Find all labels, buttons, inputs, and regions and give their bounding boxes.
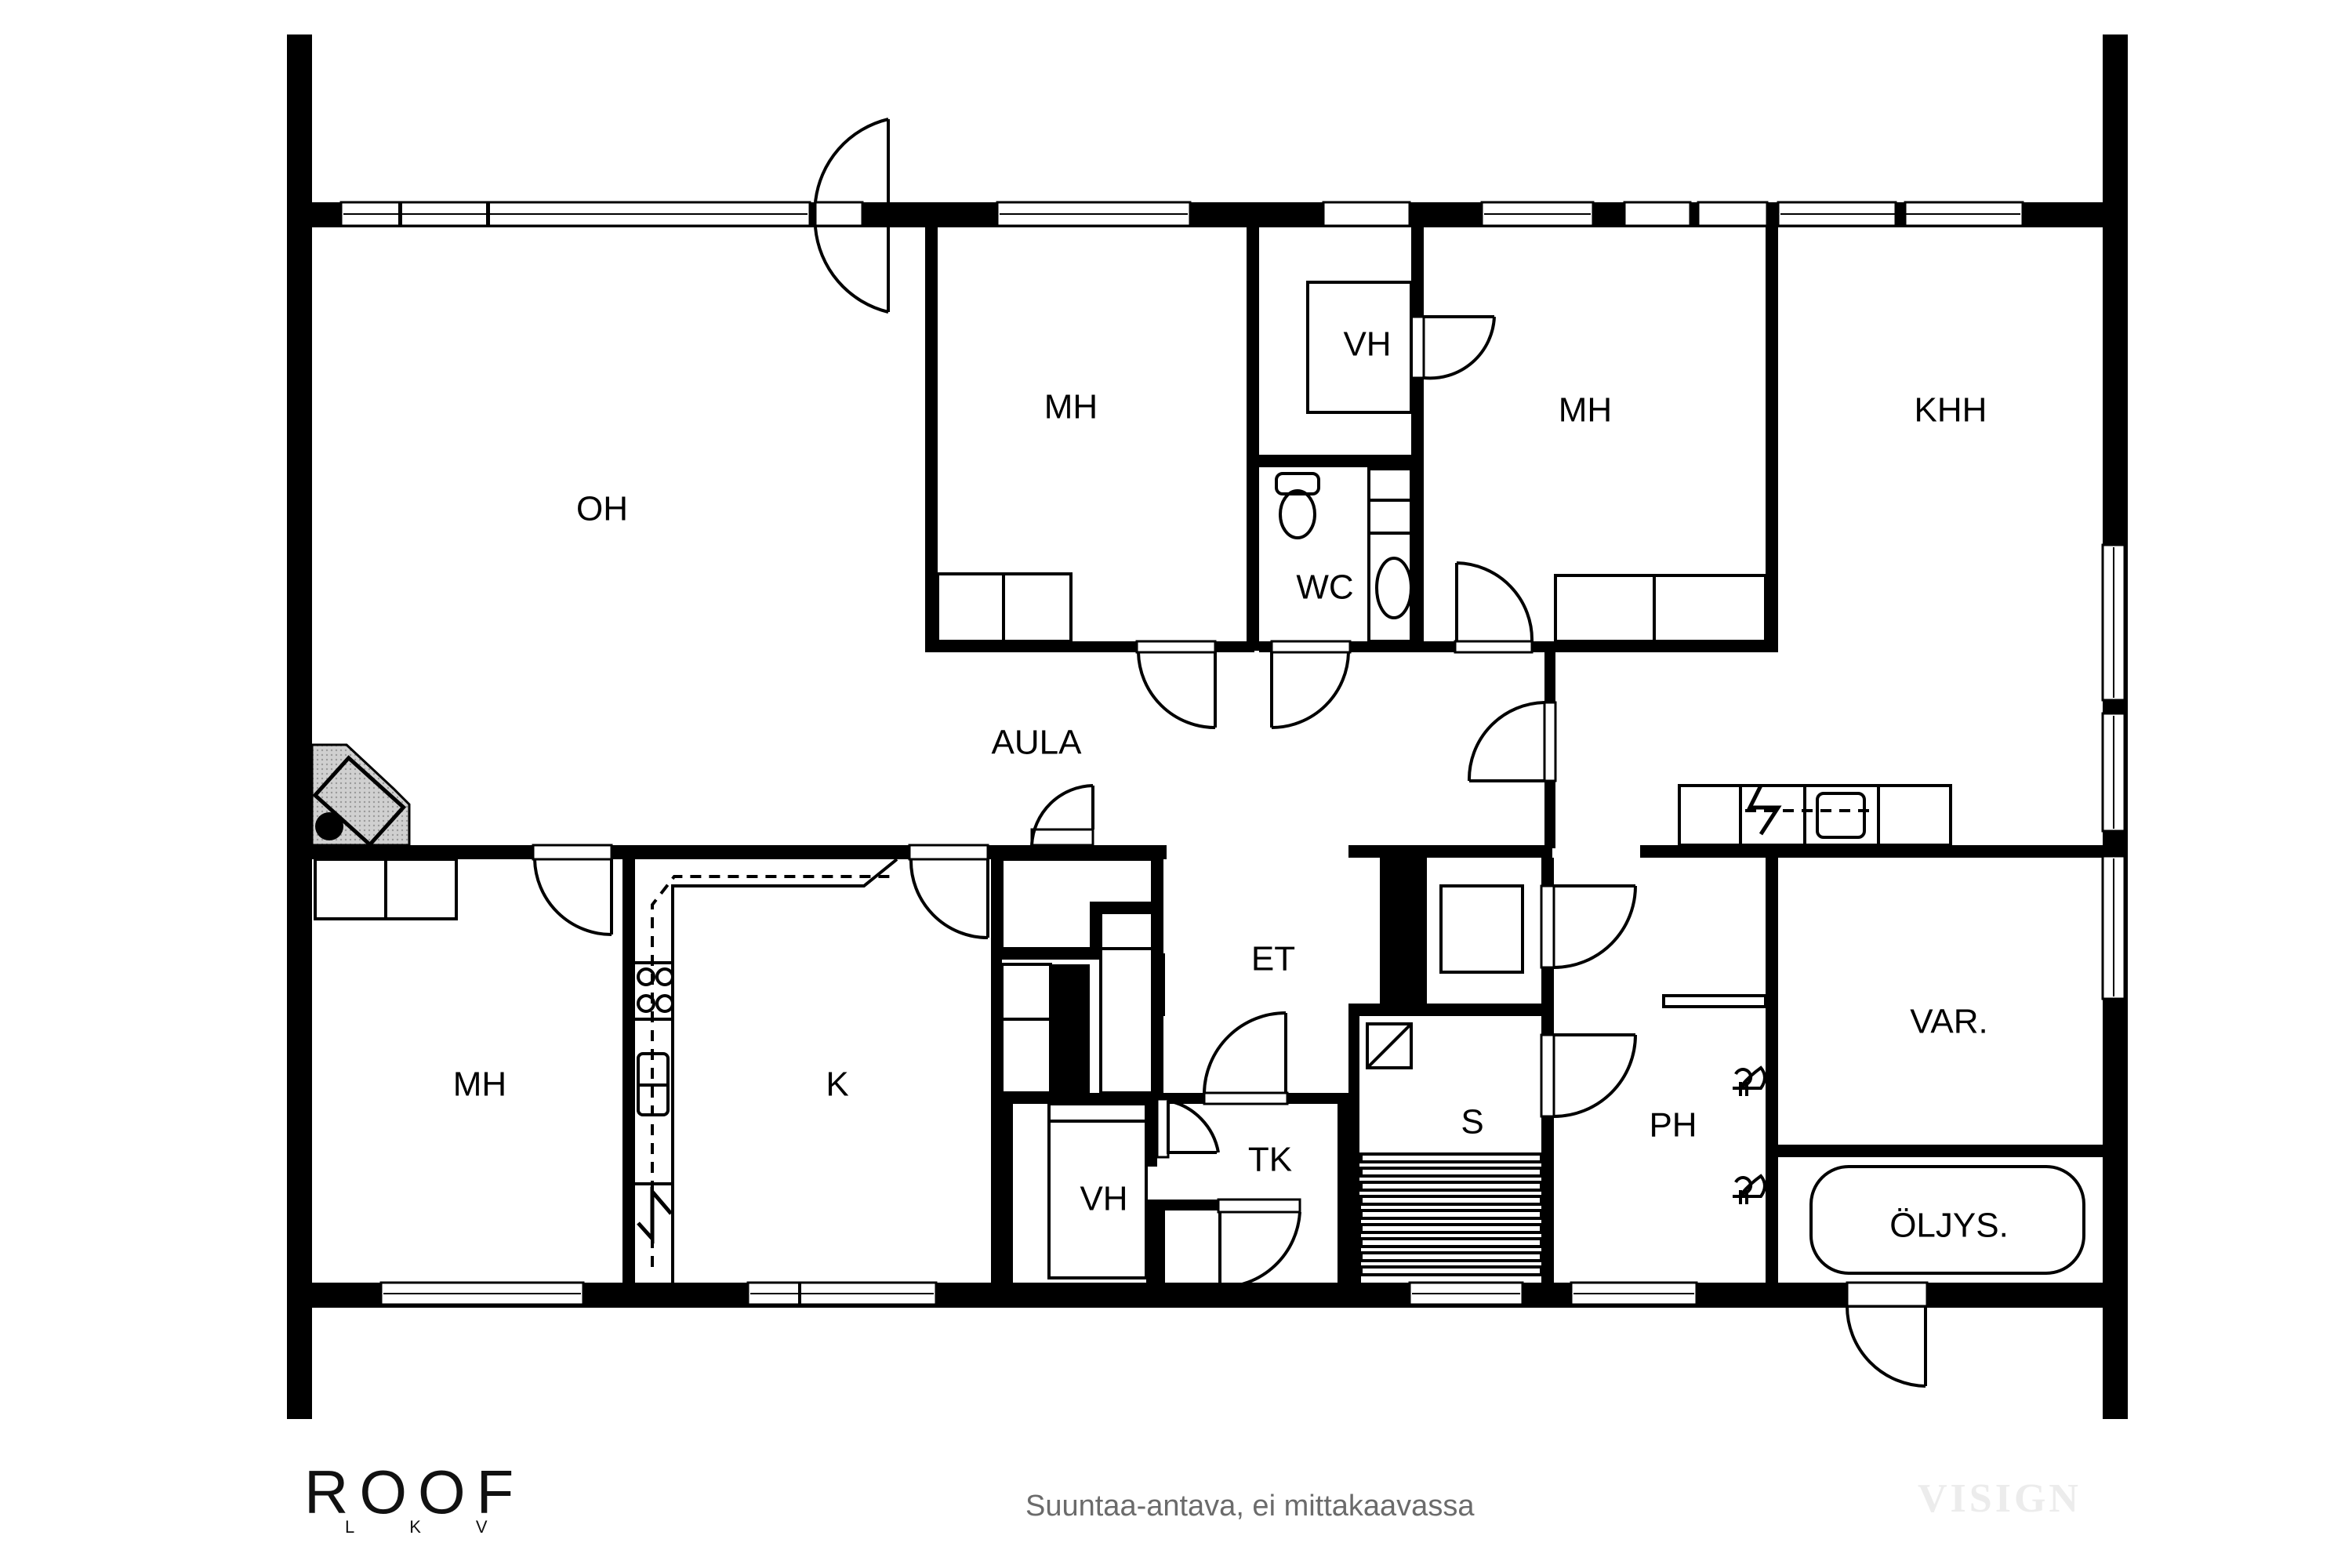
room-label-mh-bottom: MH [453,1065,506,1104]
sauna-bench [1359,1152,1543,1276]
room-label-vh-top: VH [1343,325,1391,364]
fixtures [310,281,2085,1283]
room-label-ph: PH [1649,1106,1697,1145]
room-label-oljys: ÖLJYS. [1889,1207,2009,1245]
room-label-et: ET [1251,940,1295,978]
room-label-khh: KHH [1915,391,1987,430]
room-labels: OH MH VH WC MH KHH AULA MH K ET TK VH S … [453,325,2009,1245]
room-label-oh: OH [576,490,628,528]
watermark: VISIGN [1918,1476,2082,1521]
room-label-aula: AULA [992,724,1083,762]
room-label-mh-top-left: MH [1044,388,1098,426]
brand-logo: ROOF [304,1457,525,1526]
room-label-var: VAR. [1910,1003,1987,1041]
room-label-k: K [826,1065,848,1104]
room-label-vh-bottom: VH [1080,1180,1127,1218]
room-label-s: S [1461,1103,1483,1142]
doors [532,315,1929,1388]
right-windows [2101,543,2126,1000]
room-label-tk: TK [1248,1141,1292,1179]
scale-disclaimer: Suuntaa-antava, ei mittakaavassa [1025,1490,1475,1523]
top-windows [339,118,2024,314]
brand-subtitle: LKV [345,1517,543,1537]
room-label-mh-top-right: MH [1559,391,1612,430]
interior-walls [312,227,2103,1308]
bottom-windows [379,1281,1698,1306]
room-label-wc: WC [1296,568,1353,607]
